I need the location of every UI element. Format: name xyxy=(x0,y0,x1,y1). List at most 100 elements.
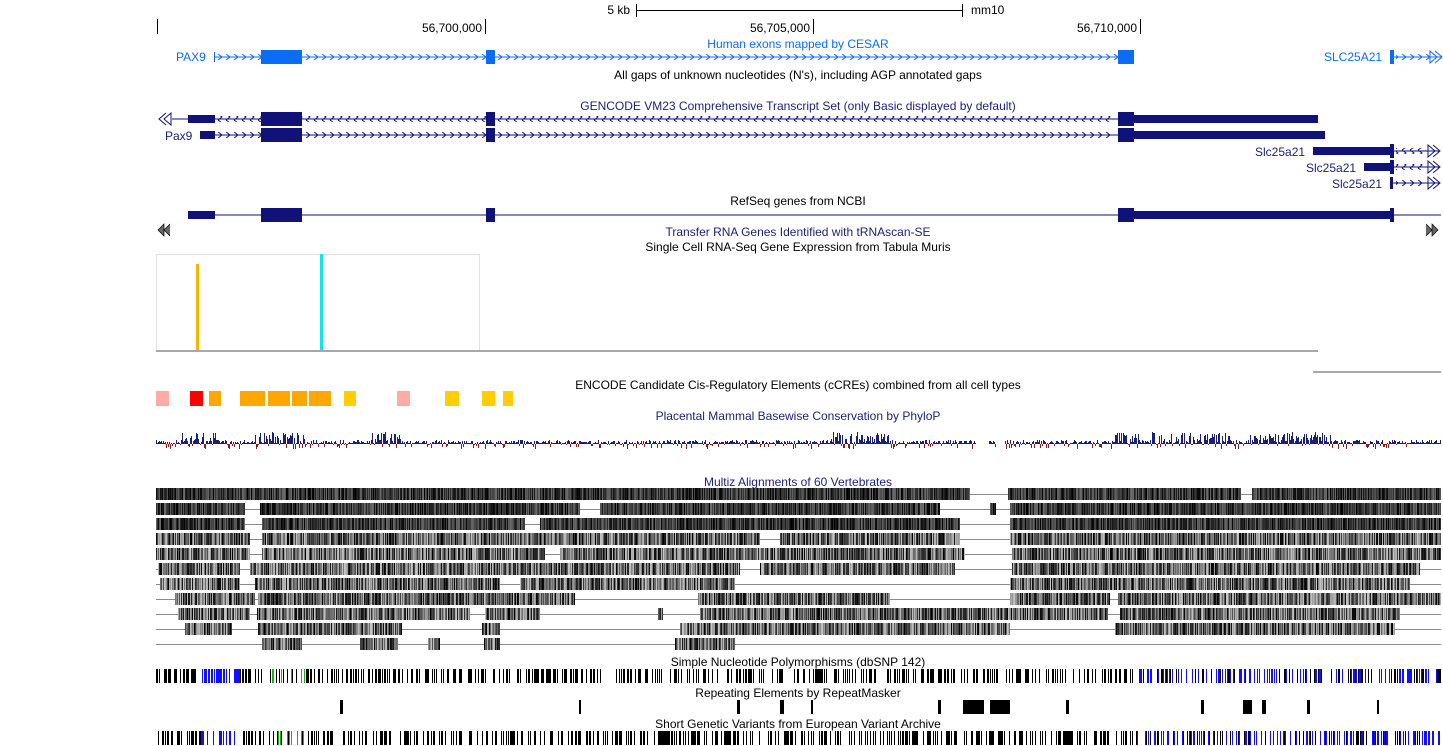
ccre-element[interactable] xyxy=(268,391,290,406)
phylop-bar xyxy=(452,442,453,444)
ccre-element[interactable] xyxy=(503,391,513,406)
phylop-bar xyxy=(530,442,531,444)
gencode-gene-label-pax9[interactable]: Pax9 xyxy=(165,129,193,143)
ccre-element[interactable] xyxy=(209,391,221,406)
phylop-bar xyxy=(506,441,507,444)
phylop-bar xyxy=(305,444,306,447)
phylop-bar xyxy=(548,441,549,444)
tabula-muris-expression-bar[interactable] xyxy=(196,264,199,350)
phylop-bar xyxy=(771,443,772,444)
phylop-bar xyxy=(719,442,720,444)
ccre-element[interactable] xyxy=(309,391,331,406)
phylop-bar xyxy=(656,443,657,444)
phylop-bar xyxy=(772,443,773,444)
ccre-element[interactable] xyxy=(397,391,410,406)
phylop-bar xyxy=(459,442,460,444)
phylop-bar xyxy=(732,440,733,444)
phylop-bar xyxy=(372,433,373,444)
phylop-bar xyxy=(157,443,158,444)
phylop-bar xyxy=(623,444,624,447)
ruler-tick xyxy=(485,19,486,34)
cesar-gene-label-pax9[interactable]: PAX9 xyxy=(176,50,206,64)
phylop-bar xyxy=(630,443,631,444)
phylop-bar xyxy=(381,433,382,444)
phylop-bar xyxy=(282,443,283,444)
phylop-bar xyxy=(184,441,185,444)
phylop-bar xyxy=(229,444,230,449)
ccre-element[interactable] xyxy=(482,391,495,406)
phylop-bar xyxy=(358,440,359,444)
phylop-bar xyxy=(170,444,171,449)
phylop-bar xyxy=(733,442,734,444)
phylop-bar xyxy=(202,437,203,444)
ccre-element[interactable] xyxy=(240,391,265,406)
phylop-bar xyxy=(654,442,655,444)
ccre-element[interactable] xyxy=(344,391,356,406)
phylop-bar xyxy=(635,443,636,444)
ccre-element[interactable] xyxy=(190,391,203,406)
phylop-bar xyxy=(575,441,576,444)
gencode-gene-label-slc25a21[interactable]: Slc25a21 xyxy=(1332,177,1383,191)
phylop-bar xyxy=(607,444,608,445)
phylop-bar xyxy=(181,440,182,444)
ruler-tick xyxy=(1140,19,1141,34)
phylop-bar xyxy=(324,444,325,447)
phylop-bar xyxy=(400,439,401,444)
phylop-bar xyxy=(700,443,701,444)
phylop-bar xyxy=(212,444,213,445)
phylop-bar xyxy=(567,441,568,444)
ruler-position-label: 56,700,000 xyxy=(421,21,482,35)
gencode-gene-label-slc25a21[interactable]: Slc25a21 xyxy=(1306,161,1357,175)
phylop-bar xyxy=(563,443,564,444)
phylop-bar xyxy=(597,443,598,444)
phylop-bar xyxy=(365,443,366,444)
phylop-bar xyxy=(451,442,452,444)
phylop-bar xyxy=(737,441,738,444)
phylop-bar xyxy=(696,441,697,444)
phylop-bar xyxy=(547,443,548,444)
phylop-bar xyxy=(532,444,533,445)
phylop-bar xyxy=(204,444,205,448)
phylop-bar xyxy=(689,441,690,444)
phylop-bar xyxy=(626,440,627,444)
phylop-bar xyxy=(694,442,695,444)
phylop-bar xyxy=(160,442,161,444)
phylop-bar xyxy=(426,441,427,444)
phylop-bar xyxy=(352,443,353,444)
phylop-bar xyxy=(723,442,724,444)
phylop-bar xyxy=(216,440,217,444)
tabula-muris-expression-bar[interactable] xyxy=(320,254,323,350)
cesar-gene-label-slc25a21[interactable]: SLC25A21 xyxy=(1324,50,1383,64)
phylop-bar xyxy=(564,443,565,444)
phylop-bar xyxy=(551,442,552,444)
phylop-bar xyxy=(571,442,572,444)
phylop-bar xyxy=(709,442,710,444)
phylop-bar xyxy=(369,441,370,444)
phylop-bar xyxy=(475,443,476,444)
phylop-bar xyxy=(760,444,761,447)
phylop-bar xyxy=(275,437,276,444)
phylop-bar xyxy=(682,442,683,444)
phylop-bar xyxy=(287,437,288,444)
ccre-element[interactable] xyxy=(292,391,307,406)
gencode-gene-label-slc25a21[interactable]: Slc25a21 xyxy=(1255,145,1306,159)
phylop-bar xyxy=(383,434,384,444)
phylop-bar xyxy=(591,444,592,446)
phylop-bar xyxy=(246,443,247,444)
phylop-bar xyxy=(314,443,315,444)
cesar-track-title: Human exons mapped by CESAR xyxy=(707,37,889,51)
phylop-bar xyxy=(577,443,578,444)
ccre-element[interactable] xyxy=(156,391,169,406)
phylop-bar xyxy=(499,443,500,444)
phylop-bar xyxy=(625,442,626,444)
phylop-bar xyxy=(253,443,254,444)
phylop-bar xyxy=(364,443,365,444)
phylop-bar xyxy=(161,441,162,444)
ccre-element[interactable] xyxy=(445,391,459,406)
